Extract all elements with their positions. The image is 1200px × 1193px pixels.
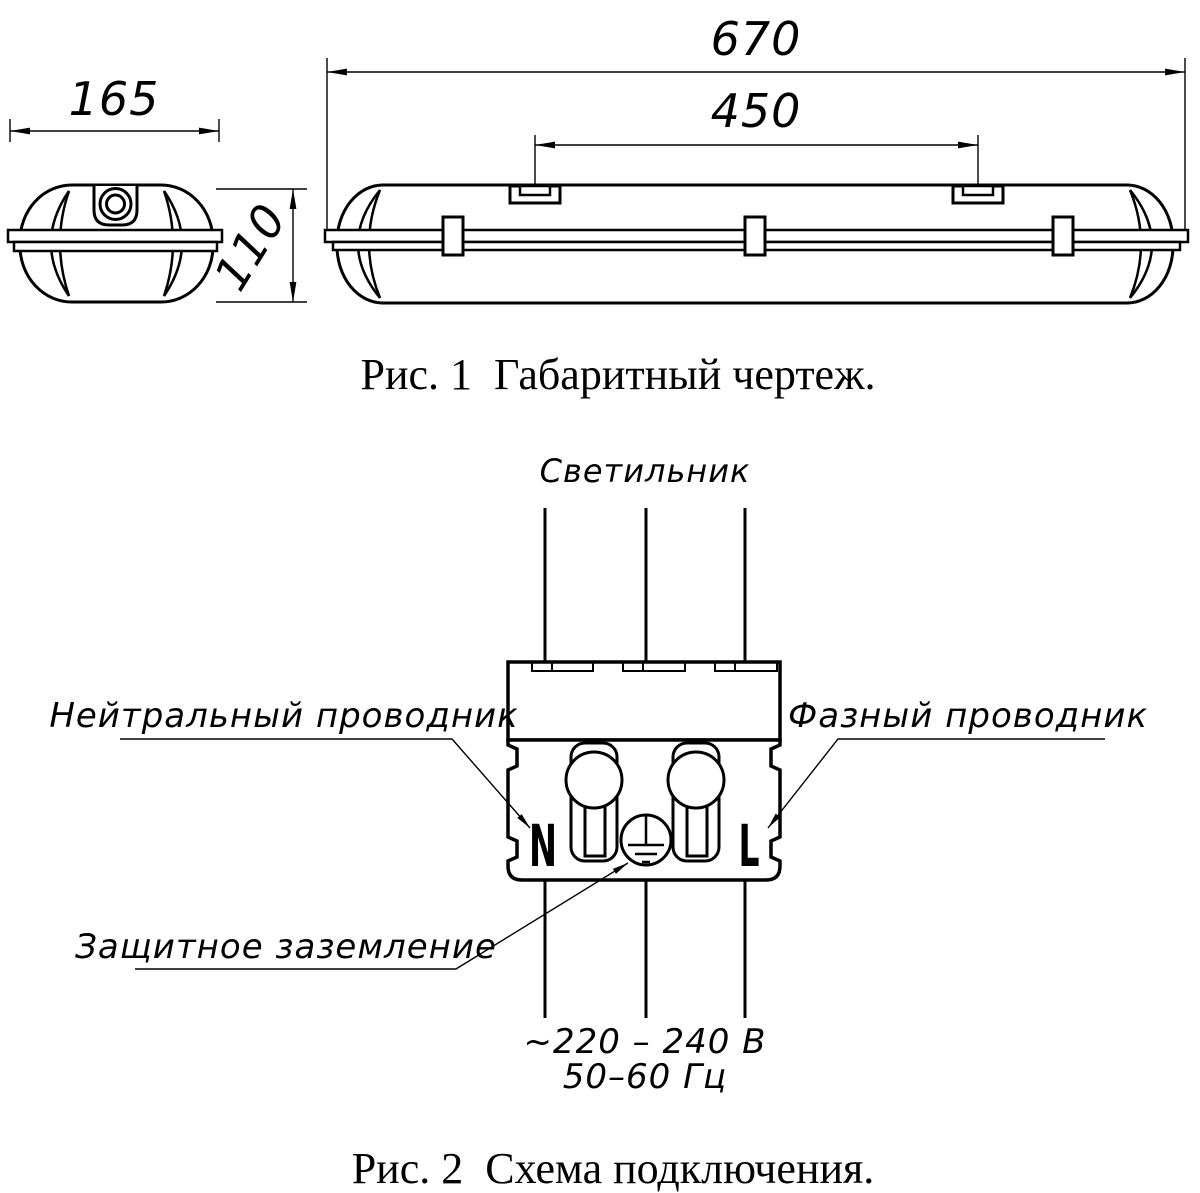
wire-entry-notch — [622, 662, 686, 672]
figure2-wiring-diagram: Светильник — [49, 452, 1148, 1193]
wire-entry-notch — [531, 662, 594, 672]
supply-frequency-label: 50–60 Гц — [563, 1057, 727, 1097]
release-lever-left — [564, 741, 624, 863]
dim-end-width: 165 — [69, 72, 160, 126]
clip-left — [441, 215, 465, 257]
lever-button — [666, 750, 726, 810]
end-flange-lower — [12, 240, 219, 253]
figure1-caption: Рис. 1 Габаритный чертеж. — [360, 350, 875, 399]
terminal-l-letter: L — [739, 812, 760, 880]
release-lever-right — [666, 741, 726, 863]
supply-voltage-label: ~220 – 240 В — [523, 1022, 766, 1062]
ground-symbol — [619, 813, 673, 867]
neutral-label: Нейтральный проводник — [49, 696, 518, 736]
end-view: 165 110 — [6, 72, 307, 304]
dim-height: 110 — [203, 194, 297, 300]
ground-label: Защитное заземление — [75, 927, 497, 967]
end-flange-upper — [6, 228, 224, 244]
figure1-dimensional-drawing: 165 110 670 — [6, 12, 1190, 399]
clip-right — [1051, 215, 1075, 257]
terminal-n-letter: N — [529, 812, 557, 880]
ground-leader-line — [135, 862, 629, 970]
wire-entry-notch — [714, 662, 778, 672]
mounting-bracket-right-notch — [961, 184, 995, 197]
dim-length: 670 — [711, 12, 802, 66]
figure2-caption: Рис. 2 Схема подключения. — [352, 1144, 875, 1193]
clip-center — [743, 215, 767, 257]
luminaire-label: Светильник — [540, 452, 751, 490]
cable-gland-inner-circle — [105, 193, 126, 215]
neutral-leader-line — [120, 738, 531, 829]
mounting-bracket-left-notch — [518, 184, 552, 197]
phase-leader-line — [767, 738, 1105, 829]
wire-entry-notches — [531, 662, 778, 672]
front-view: 670 450 — [323, 12, 1190, 305]
phase-label: Фазный проводник — [788, 696, 1148, 736]
lever-button — [564, 750, 624, 810]
dim-mounting: 450 — [711, 84, 802, 138]
terminal-block-upper — [506, 660, 782, 742]
